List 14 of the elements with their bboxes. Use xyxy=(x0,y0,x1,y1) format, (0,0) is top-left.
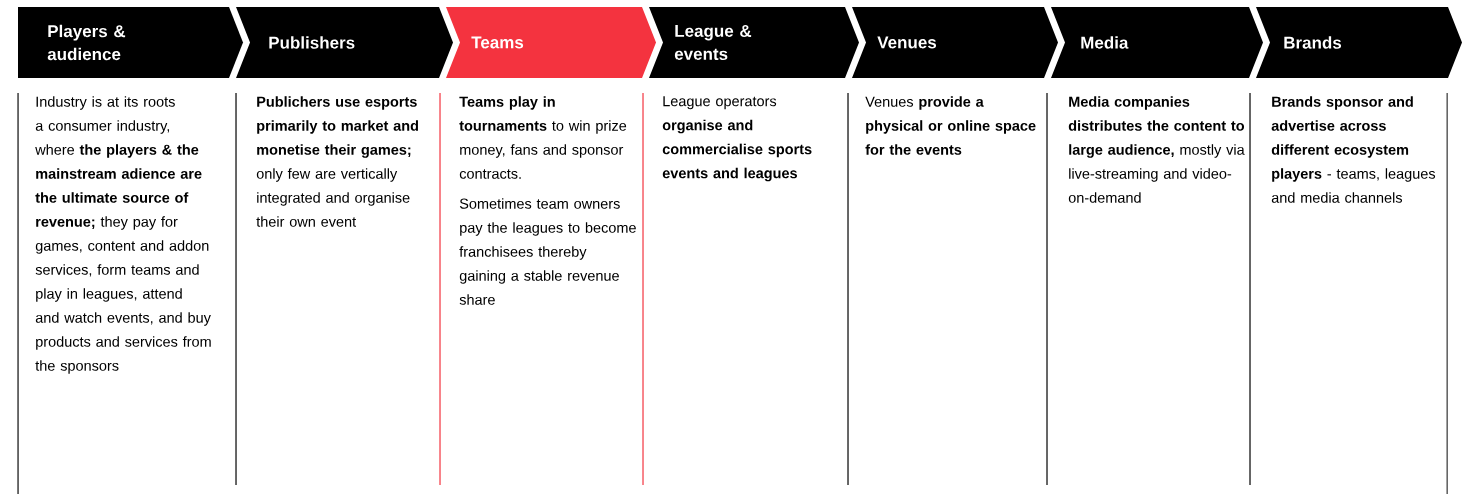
description-text: Industry is at its roots a consumer industry, where the players & the mainstream adience are the ultimate source of revenue; they pay for games, content and addon services, form teams and play in leagues, attend and watch events, and buy products and services from the sponsors xyxy=(35,96,211,374)
description-text: Publichers use esports primarily to market and monetise their games; only few are vertically integrated and organise their own event xyxy=(256,96,418,227)
description-text: Venues provide a physical or online space for the events xyxy=(865,96,1036,155)
chevron-header: Brands xyxy=(1256,7,1462,78)
description-text: League operators organise and commercialise sports events and leagues xyxy=(662,96,812,182)
chevron-header: Venues xyxy=(852,7,1058,78)
description-text: Teams play in tournaments to win prize money, fans and sponsor contracts. Sometimes team owners pay the leagues to become franchisees thereby gaining a stable revenue share xyxy=(459,96,636,305)
description-text: Brands sponsor and advertise across different ecosystem players - teams, leagues and media channels xyxy=(1271,96,1436,203)
chevron-header: Media xyxy=(1051,7,1263,78)
description-text: Media companies distributes the content to large audience, mostly via live-streaming and video-on-demand xyxy=(1068,96,1245,203)
chevron-header: Publishers xyxy=(236,7,453,78)
chevron-header: Teams xyxy=(446,7,656,78)
chevron-header: Players & audience xyxy=(18,7,243,78)
chevron-header: League & events xyxy=(649,7,859,78)
